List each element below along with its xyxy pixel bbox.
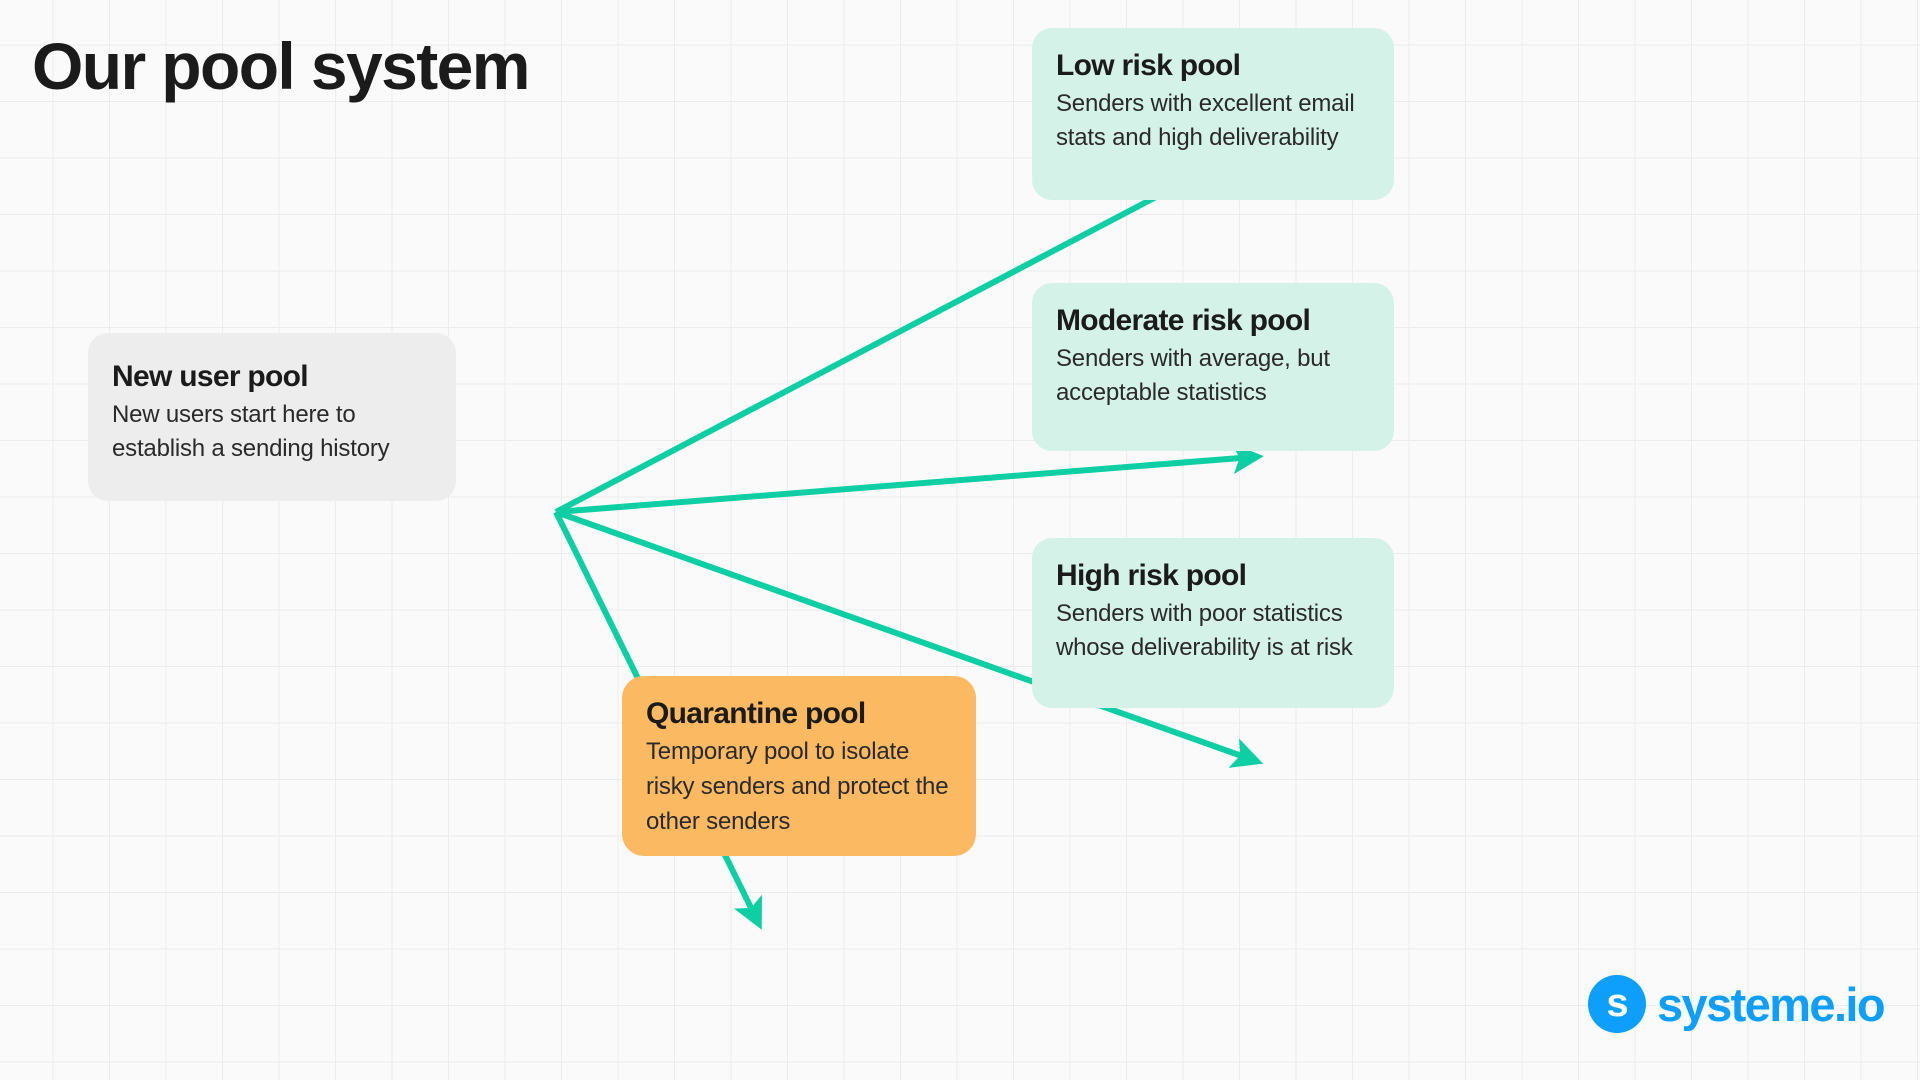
node-description: Senders with poor statistics whose deliv… [1056,600,1353,662]
node-description: Temporary pool to isolate risky senders … [646,738,949,835]
node-title: Moderate risk pool [1056,304,1311,337]
systeme-io-logo[interactable]: s systeme.io [1588,975,1886,1033]
node-title: New user pool [112,360,309,393]
node-title: Quarantine pool [646,697,866,730]
page-title: Our pool system [32,29,530,103]
node-title: Low risk pool [1056,49,1241,82]
node-card-quarantine-pool[interactable]: Quarantine pool Temporary pool to isolat… [622,676,976,856]
node-card-high-risk-pool[interactable]: High risk pool Senders with poor statist… [1032,538,1394,708]
node-description: New users start here to establish a send… [112,401,390,463]
logo-mark-letter: s [1606,981,1628,1025]
systeme-logo-circle-icon: s [1588,975,1646,1033]
logo-wordmark: systeme.io [1657,977,1886,1031]
node-description: Senders with average, but acceptable sta… [1056,345,1330,407]
node-description: Senders with excellent email stats and h… [1056,90,1355,152]
arrow-to-moderate-risk-pool [555,443,1264,515]
node-card-low-risk-pool[interactable]: Low risk pool Senders with excellent ema… [1032,28,1394,200]
node-title: High risk pool [1056,559,1247,592]
node-card-moderate-risk-pool[interactable]: Moderate risk pool Senders with average,… [1032,283,1394,451]
node-card-new-user-pool[interactable]: New user pool New users start here to es… [88,333,456,501]
